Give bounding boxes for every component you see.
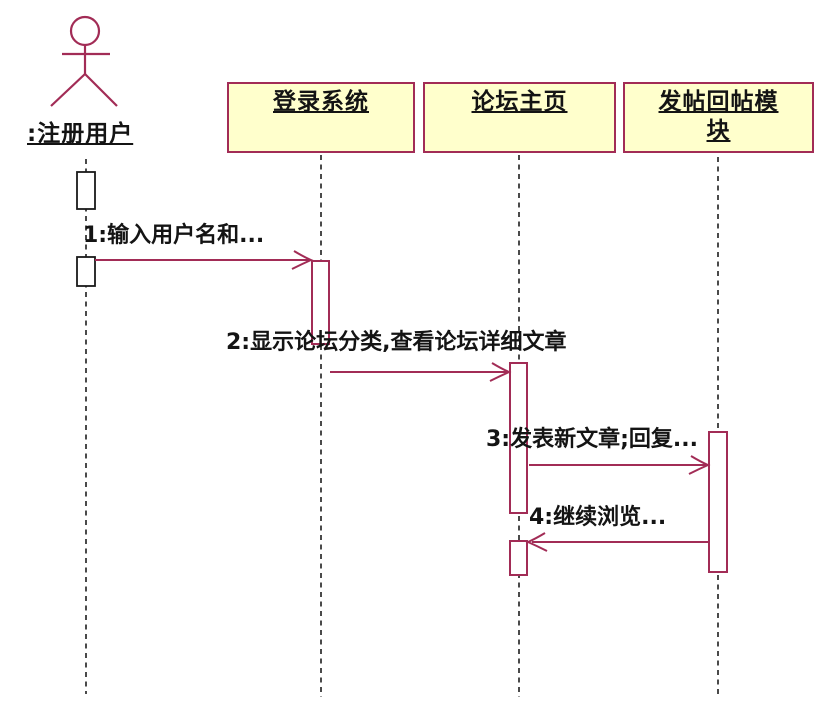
message-arrow-4 bbox=[525, 532, 708, 552]
activation-forum-homepage-small bbox=[509, 540, 528, 576]
activation-user-2 bbox=[76, 256, 96, 287]
message-label-1: 1:输入用户名和... bbox=[83, 223, 265, 248]
object-box-login-system: 登录系统 bbox=[227, 82, 415, 153]
object-box-forum-homepage: 论坛主页 bbox=[423, 82, 616, 153]
activation-login-system bbox=[311, 260, 330, 345]
message-arrow-1 bbox=[95, 250, 314, 270]
object-label-post-reply-module: 发帖回帖模块 bbox=[658, 89, 779, 144]
object-label-forum-homepage: 论坛主页 bbox=[471, 89, 568, 115]
message-arrow-2 bbox=[330, 362, 512, 382]
message-arrow-3 bbox=[529, 455, 711, 475]
message-label-4: 4:继续浏览... bbox=[529, 505, 667, 530]
actor-icon bbox=[50, 15, 118, 107]
message-label-3: 3:发表新文章;回复... bbox=[486, 427, 698, 452]
actor-label: :注册用户 bbox=[27, 121, 134, 147]
object-label-login-system: 登录系统 bbox=[273, 89, 369, 115]
activation-post-reply-module bbox=[708, 431, 728, 573]
activation-user-1 bbox=[76, 171, 96, 210]
activation-forum-homepage-long bbox=[509, 362, 528, 514]
message-label-2: 2:显示论坛分类,查看论坛详细文章 bbox=[226, 330, 567, 355]
object-box-post-reply-module: 发帖回帖模块 bbox=[623, 82, 814, 153]
